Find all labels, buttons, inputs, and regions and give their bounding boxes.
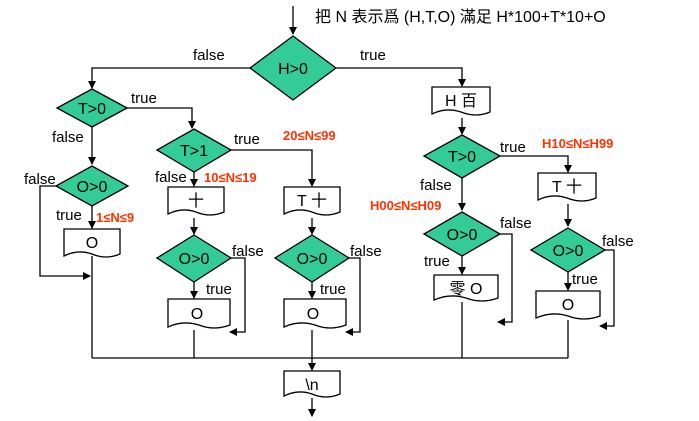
edge-oc-false	[345, 257, 361, 336]
svg-text:T>1: T>1	[180, 143, 208, 160]
range-h10-h99: H10≤N≤H99	[542, 136, 613, 151]
output-h-hundred: H 百	[431, 86, 491, 116]
edge-od-false	[497, 233, 513, 326]
label-oe-false: false	[602, 233, 634, 250]
edge-t1-true	[231, 149, 316, 187]
svg-text:T 十: T 十	[552, 178, 582, 196]
range-10-19: 10≤N≤19	[204, 170, 257, 185]
svg-text:O: O	[307, 306, 319, 323]
decision-h-gt-0: H>0	[248, 35, 338, 101]
label-od-true: true	[424, 253, 450, 270]
svg-text:O>0: O>0	[553, 243, 584, 260]
label-ob-true: true	[206, 281, 232, 298]
edge-t0-true	[127, 107, 196, 129]
edge-h-false	[88, 67, 250, 89]
svg-text:H 百: H 百	[445, 93, 477, 110]
decision-o-gt-0-c: O>0	[273, 234, 351, 283]
svg-text:零 O: 零 O	[450, 281, 483, 298]
svg-text:O: O	[562, 297, 574, 314]
edge-h-true	[336, 67, 466, 87]
range-20-99: 20≤N≤99	[283, 128, 336, 143]
label-oa-false: false	[24, 171, 56, 188]
decision-o-gt-0-a: O>0	[54, 165, 130, 207]
label-t0-false: false	[52, 129, 84, 146]
label-od-false: false	[500, 215, 532, 232]
range-1-9: 1≤N≤9	[96, 210, 134, 225]
svg-text:T>0: T>0	[448, 149, 476, 166]
label-t0-true: true	[131, 90, 157, 107]
svg-text:T>0: T>0	[78, 101, 106, 118]
label-h-true: true	[360, 47, 386, 64]
label-tr-false: false	[420, 177, 452, 194]
svg-text:T 十: T 十	[297, 192, 327, 210]
decision-t-gt-0-left: T>0	[55, 88, 129, 128]
output-t-ten: T 十	[283, 186, 341, 216]
output-ten-char: 十	[167, 186, 225, 216]
svg-text:O>0: O>0	[179, 251, 210, 268]
output-t-ten-right: T 十	[537, 172, 597, 202]
svg-text:H>0: H>0	[278, 61, 308, 78]
decision-o-gt-0-d: O>0	[422, 211, 502, 257]
decision-o-gt-0-b: O>0	[155, 234, 233, 283]
svg-text:O: O	[86, 235, 98, 252]
edge-oa-false	[39, 185, 91, 280]
edge-ob-false	[229, 257, 246, 336]
label-oc-true: true	[320, 281, 346, 298]
label-t1-true: true	[234, 131, 260, 148]
output-newline: \n	[283, 370, 341, 398]
svg-text:\n: \n	[305, 377, 318, 394]
label-h-false: false	[193, 47, 225, 64]
title-text: 把 N 表示爲 (H,T,O) 滿足 H*100+T*10+O	[315, 8, 606, 26]
output-o-20-99: O	[283, 298, 347, 329]
decision-t-gt-1: T>1	[155, 128, 233, 173]
svg-text:O>0: O>0	[297, 251, 328, 268]
label-t1-false: false	[155, 169, 187, 186]
output-o-10-19: O	[167, 298, 231, 329]
range-h00-h09: H00≤N≤H09	[370, 198, 441, 213]
decision-t-gt-0-right: T>0	[422, 134, 502, 179]
label-tr-true: true	[500, 139, 526, 156]
svg-text:O>0: O>0	[447, 227, 478, 244]
label-oc-false: false	[350, 243, 382, 260]
label-ob-false: false	[232, 243, 264, 260]
svg-text:O: O	[191, 306, 203, 323]
label-oa-true: true	[56, 207, 82, 224]
svg-text:O>0: O>0	[77, 179, 108, 196]
output-o-1-9: O	[63, 228, 121, 258]
svg-text:十: 十	[188, 192, 204, 210]
label-oe-true: true	[572, 271, 598, 288]
output-o-h10: O	[535, 290, 601, 320]
output-zero-o: 零 O	[433, 274, 499, 302]
edge-oe-false	[599, 249, 615, 330]
edge-tr-true	[500, 155, 572, 173]
decision-o-gt-0-e: O>0	[529, 227, 607, 273]
